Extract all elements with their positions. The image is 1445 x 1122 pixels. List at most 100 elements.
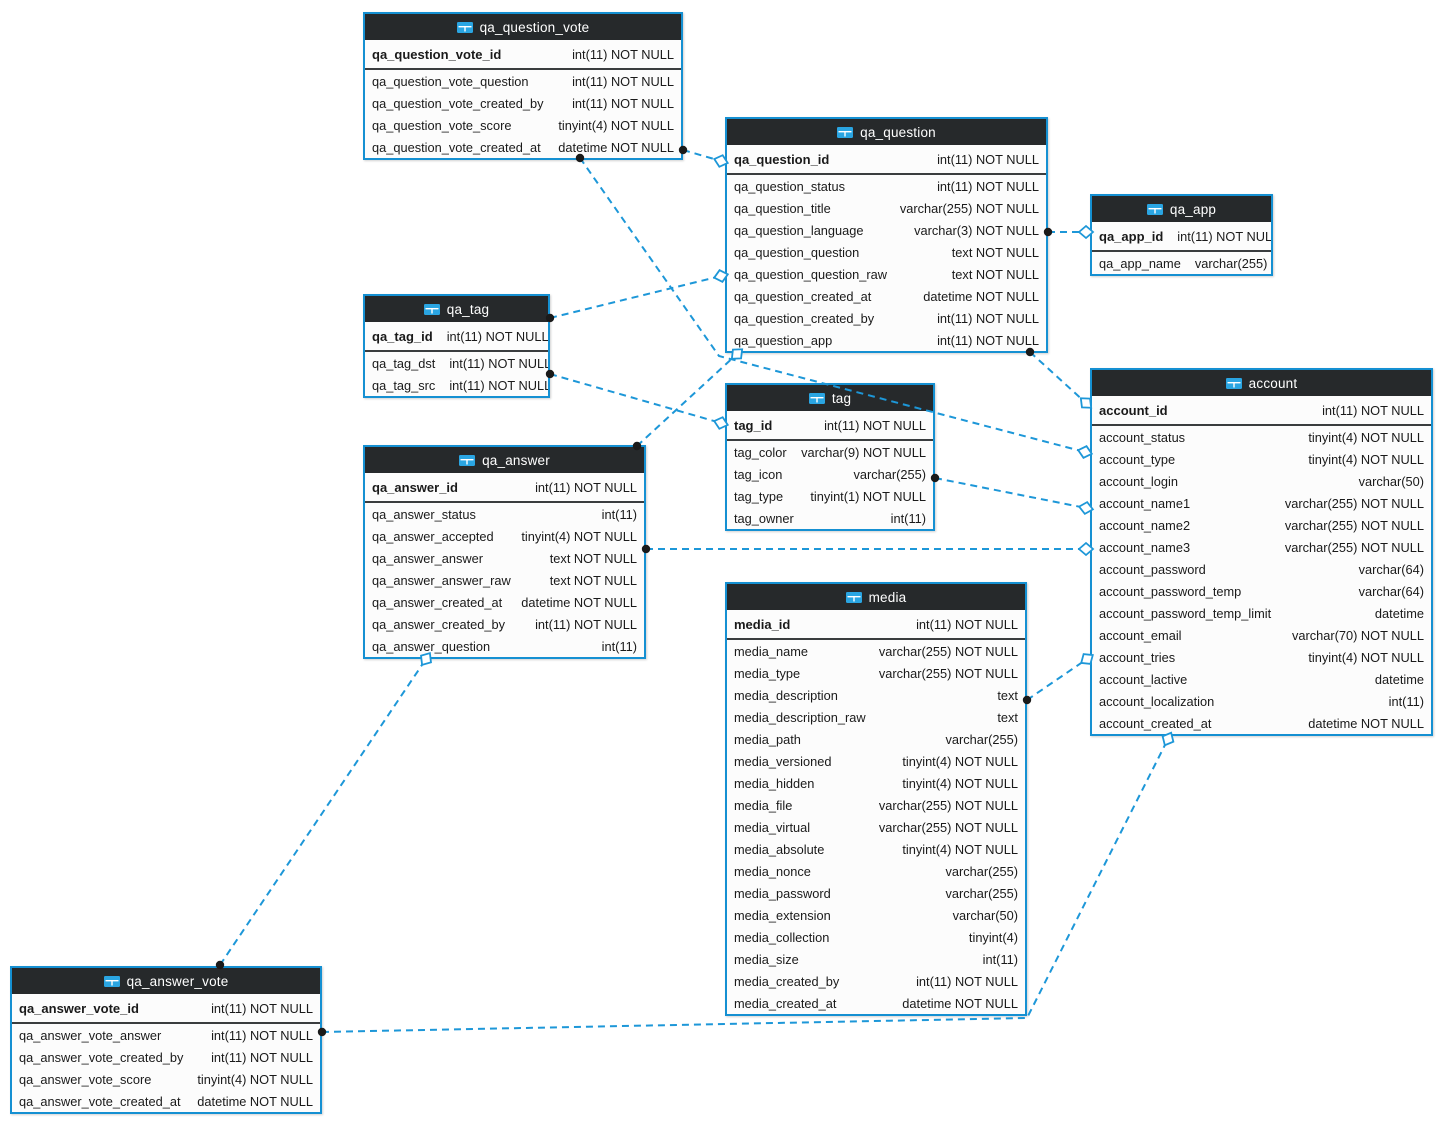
table-header[interactable]: account (1092, 370, 1431, 396)
table-header[interactable]: qa_question_vote (365, 14, 681, 40)
table-header[interactable]: qa_app (1092, 196, 1271, 222)
table-header[interactable]: qa_answer_vote (12, 968, 320, 994)
table-header[interactable]: qa_answer (365, 447, 644, 473)
relationship-qa_question_vote-account[interactable] (579, 157, 1086, 453)
column-type: varchar(255) NOT NULL (1284, 539, 1424, 555)
relationship-qa_tag-tag[interactable] (549, 373, 722, 424)
relationship-media-account[interactable] (1026, 658, 1088, 701)
relationship-qa_answer_vote-account[interactable] (321, 738, 1169, 1033)
table-header[interactable]: qa_question (727, 119, 1046, 145)
table-header[interactable]: tag (727, 385, 933, 411)
relationship-qa_question_vote-qa_question[interactable] (682, 149, 722, 162)
column-name: account_status (1099, 429, 1186, 445)
relationship-qa_answer-qa_question[interactable] (636, 353, 738, 447)
relationship-qa_question-account[interactable] (1029, 351, 1087, 404)
relationship-tag-account[interactable] (934, 477, 1087, 509)
table-header[interactable]: media (727, 584, 1025, 610)
relationship-qa_tag-qa_question[interactable] (549, 275, 722, 319)
relationship-qa_answer_vote-qa_answer[interactable] (219, 658, 427, 966)
table-header[interactable]: qa_tag (365, 296, 548, 322)
